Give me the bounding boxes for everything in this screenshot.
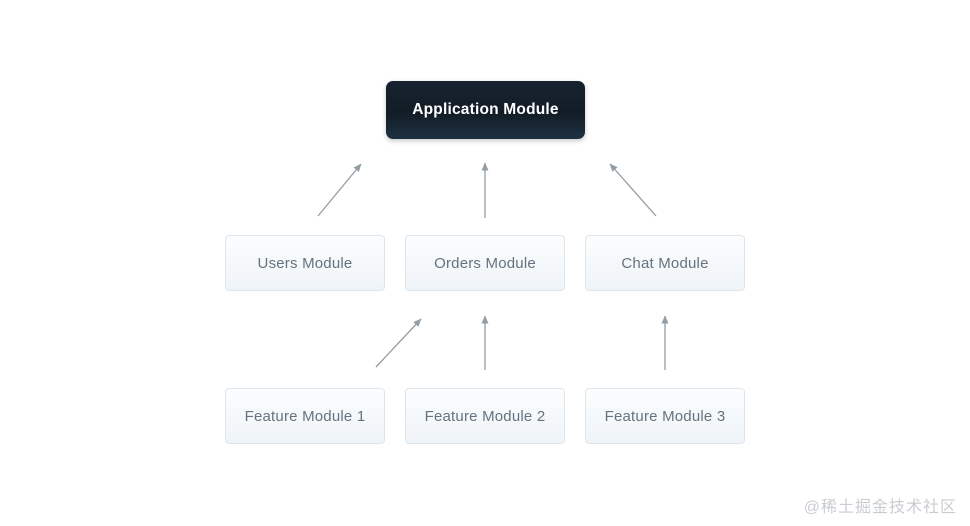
arrow-chat-to-application (609, 163, 657, 217)
node-feature-module-1: Feature Module 1 (225, 388, 385, 444)
node-feature-module-2: Feature Module 2 (405, 388, 565, 444)
node-chat-module-label: Chat Module (621, 254, 709, 272)
node-application-module-label: Application Module (412, 101, 559, 118)
node-feature-module-1-label: Feature Module 1 (244, 407, 366, 425)
node-feature-module-3-label: Feature Module 3 (604, 407, 726, 425)
node-chat-module: Chat Module (585, 235, 745, 291)
node-application-module: Application Module (386, 81, 585, 139)
arrow-feature1-to-orders (375, 318, 422, 368)
node-orders-module: Orders Module (405, 235, 565, 291)
node-orders-module-label: Orders Module (434, 254, 536, 272)
watermark: @稀土掘金技术社区 (803, 499, 957, 516)
node-users-module-label: Users Module (257, 254, 353, 272)
node-feature-module-3: Feature Module 3 (585, 388, 745, 444)
node-users-module: Users Module (225, 235, 385, 291)
arrow-users-to-application (317, 163, 362, 217)
node-feature-module-2-label: Feature Module 2 (424, 407, 546, 425)
